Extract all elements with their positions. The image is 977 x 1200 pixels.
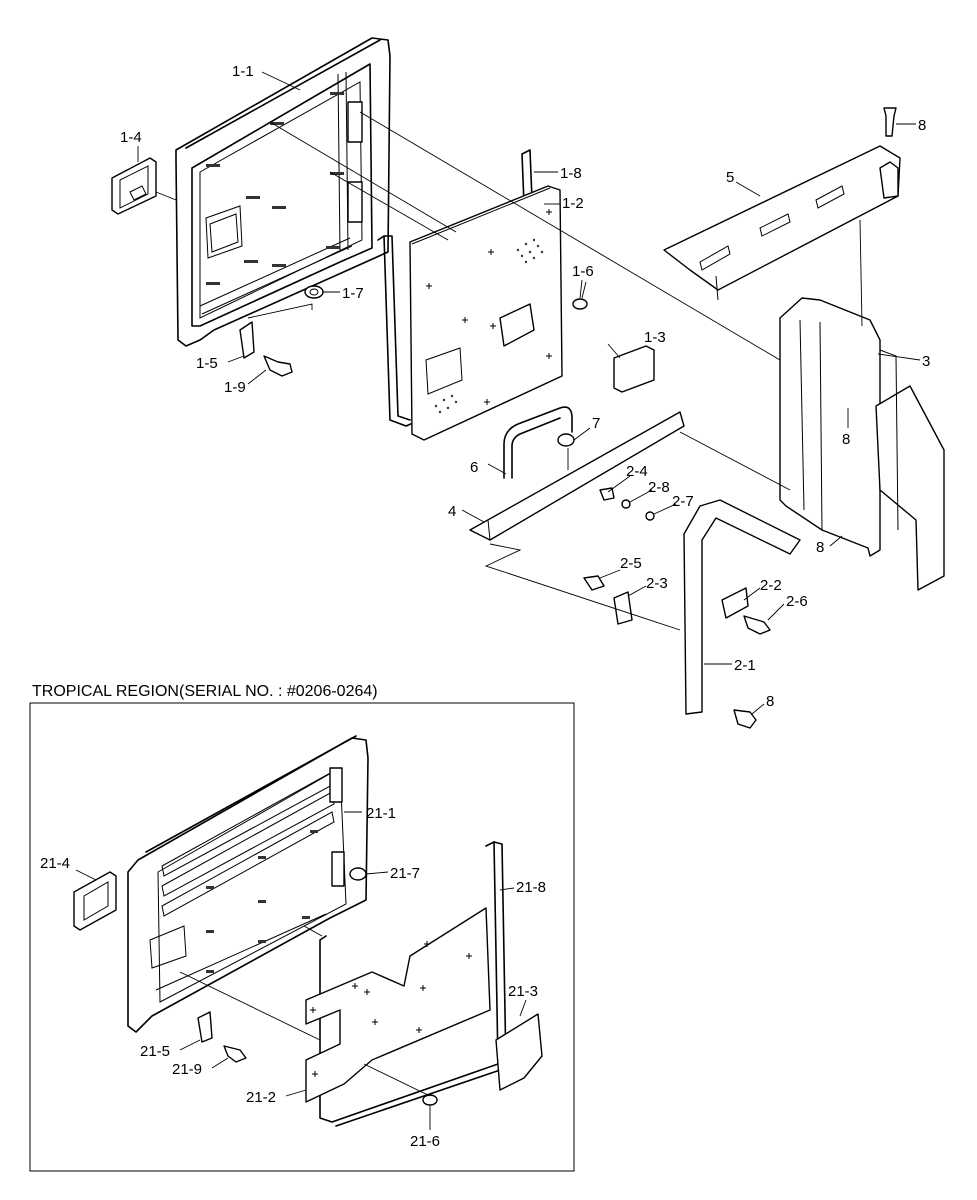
callout-8-top: 8 [918, 117, 926, 134]
bracket-1-5 [239, 321, 255, 359]
callout-leaders [75, 71, 921, 1130]
callout-21-7: 21-7 [390, 865, 420, 882]
callout-21-3: 21-3 [508, 983, 538, 1000]
cover-21-3 [495, 1013, 543, 1091]
callout-1-2: 1-2 [562, 195, 584, 212]
tropical-region-inset [29, 702, 575, 1172]
callout-2-6: 2-6 [786, 593, 808, 610]
callout-2-5: 2-5 [620, 555, 642, 572]
alignment-lines-inset [179, 925, 431, 1097]
callout-5: 5 [726, 169, 734, 186]
callout-1-7: 1-7 [342, 285, 364, 302]
plug-1-6 [572, 279, 588, 310]
bracket-3 [779, 297, 945, 591]
plug-21-6 [422, 1094, 438, 1106]
callout-3: 3 [922, 353, 930, 370]
bolt-2-4 [599, 487, 615, 501]
bracket-21-5 [197, 1011, 213, 1043]
bracket-2-1 [683, 499, 801, 715]
handle-21-4 [73, 871, 117, 931]
washer-2-8 [621, 499, 631, 509]
callout-21-1: 21-1 [366, 805, 396, 822]
grommet-7 [557, 433, 575, 447]
bolt-21-9 [223, 1045, 247, 1063]
callout-1-6: 1-6 [572, 263, 594, 280]
callout-2-4: 2-4 [626, 463, 648, 480]
bolt-2-6 [743, 615, 771, 635]
callout-2-7: 2-7 [672, 493, 694, 510]
callout-21-6: 21-6 [410, 1133, 440, 1150]
callout-1-4: 1-4 [120, 129, 142, 146]
handle-1-4 [111, 157, 177, 215]
callout-21-9: 21-9 [172, 1061, 202, 1078]
bracket-4 [469, 411, 685, 541]
callout-1-9: 1-9 [224, 379, 246, 396]
callout-8-lower: 8 [816, 539, 824, 556]
callout-2-8: 2-8 [648, 479, 670, 496]
clip-2-3 [613, 591, 633, 625]
bolt-8-bottom [733, 709, 757, 729]
cover-1-3 [613, 345, 655, 393]
bolt-8-top [883, 107, 897, 137]
callout-8-mid: 8 [842, 431, 850, 448]
alignment-lines-main [247, 111, 863, 631]
callout-2-1: 2-1 [734, 657, 756, 674]
callout-4: 4 [448, 503, 456, 520]
callout-1-5: 1-5 [196, 355, 218, 372]
bolt-2-5 [583, 575, 605, 591]
panel-21-2 [305, 907, 491, 1103]
callout-7: 7 [592, 415, 600, 432]
door-frame-21-1 [127, 735, 369, 1033]
grommet-1-7 [304, 285, 324, 299]
callout-2-3: 2-3 [646, 575, 668, 592]
callout-labels: 1-1 1-4 1-8 1-2 1-6 1-7 1-3 1-5 1-9 5 8 … [32, 63, 930, 1150]
callout-1-8: 1-8 [560, 165, 582, 182]
panel-1-2 [409, 185, 563, 441]
callout-21-8: 21-8 [516, 879, 546, 896]
mounting-plate-5 [663, 145, 901, 301]
inset-frame [29, 702, 575, 1172]
callout-1-1: 1-1 [232, 63, 254, 80]
callout-8-bottom: 8 [766, 693, 774, 710]
grommet-21-7 [349, 867, 367, 881]
callout-2-2: 2-2 [760, 577, 782, 594]
callout-6: 6 [470, 459, 478, 476]
door-frame-1-1 [175, 37, 391, 347]
callout-1-3: 1-3 [644, 329, 666, 346]
seal-21-8 [319, 841, 507, 1127]
inset-title: TROPICAL REGION(SERIAL NO. : #0206-0264) [32, 683, 378, 700]
washer-2-7 [645, 511, 655, 521]
callout-21-4: 21-4 [40, 855, 70, 872]
callout-21-5: 21-5 [140, 1043, 170, 1060]
clip-2-2 [721, 587, 749, 619]
callout-21-2: 21-2 [246, 1089, 276, 1106]
hose-6 [503, 406, 573, 479]
bolt-1-9 [263, 355, 293, 377]
